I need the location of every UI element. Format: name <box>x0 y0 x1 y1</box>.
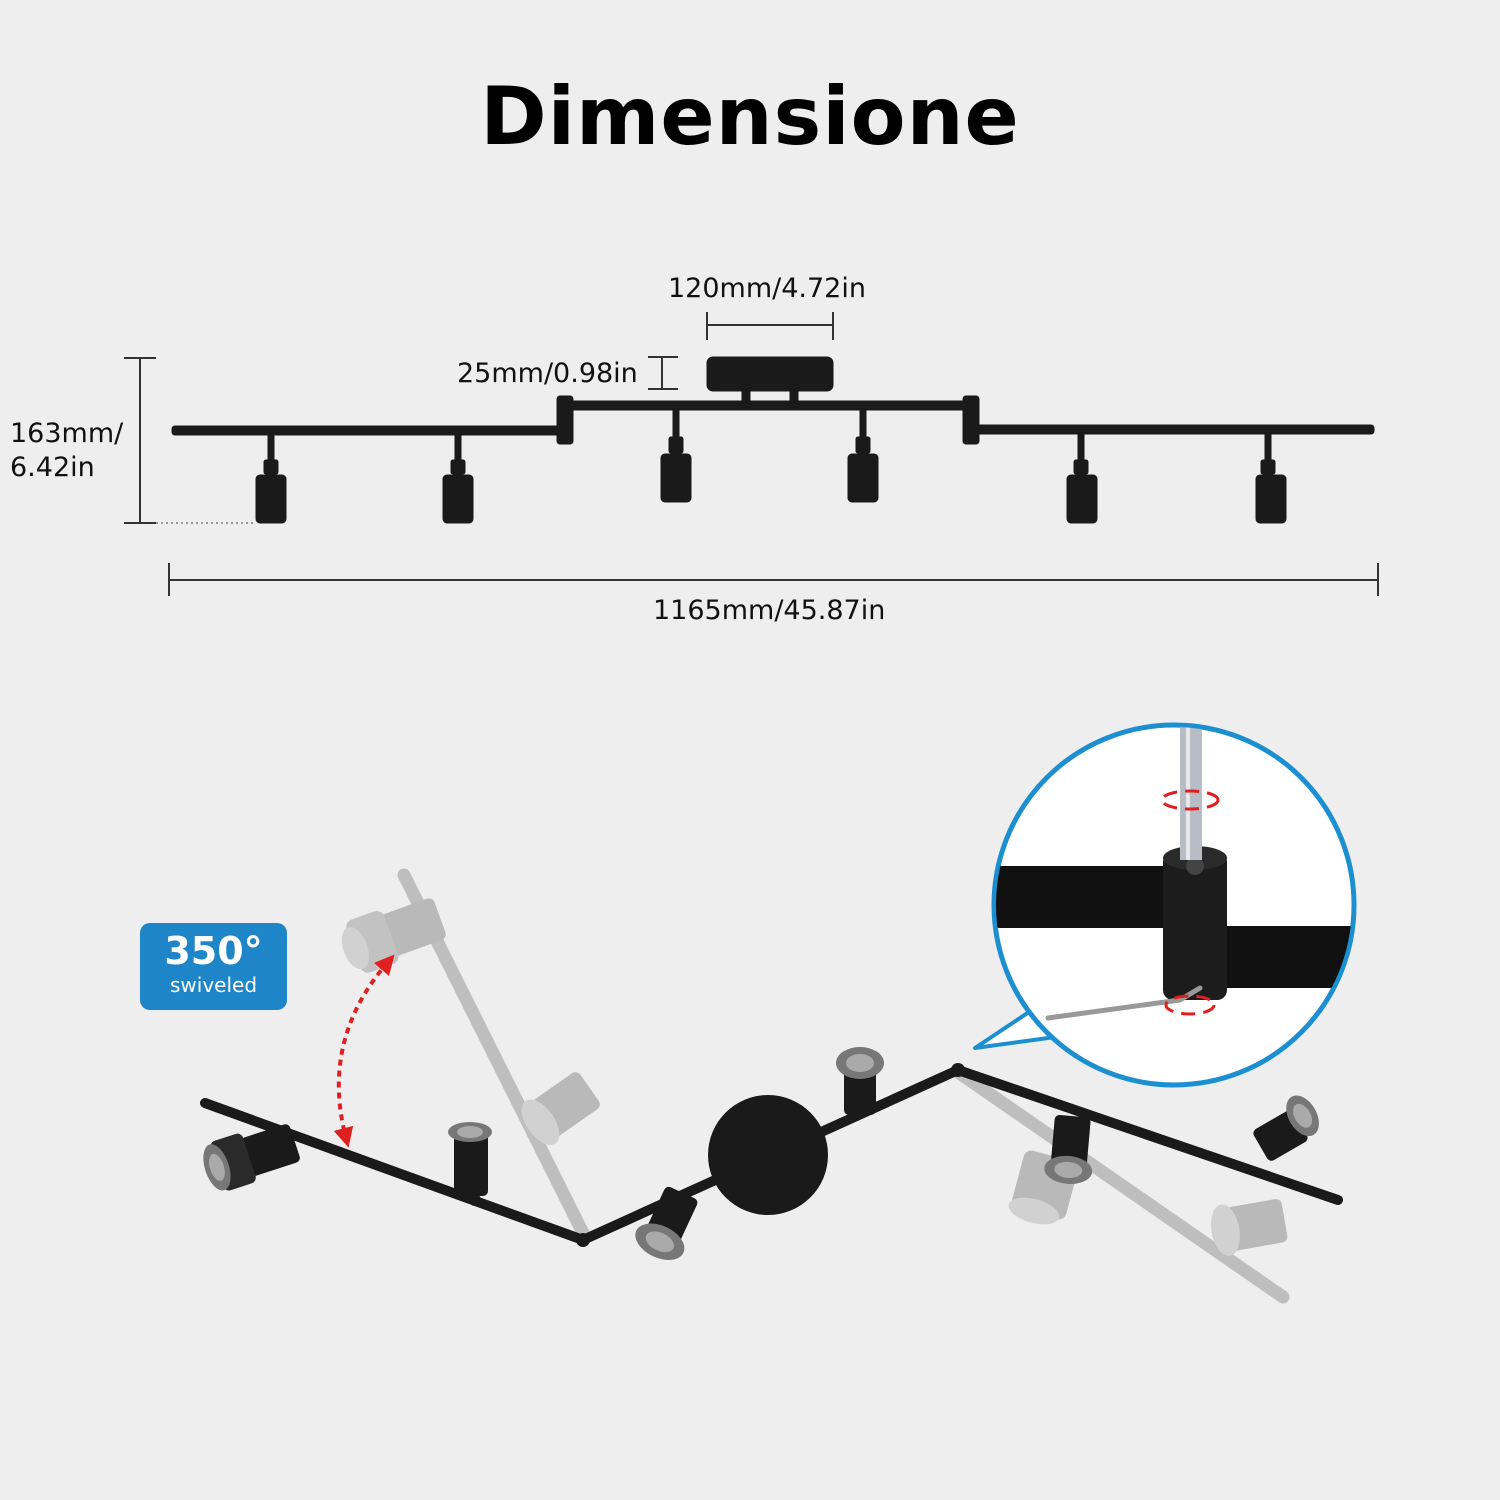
total-length-label: 1165mm/45.87in <box>653 595 886 626</box>
height-label-line2: 6.42in <box>10 452 95 483</box>
height-label-line1: 163mm/ <box>10 418 124 449</box>
page-title: Dimensione <box>480 70 1020 163</box>
dimension-lines <box>124 312 1379 596</box>
base-height-label: 25mm/0.98in <box>457 358 638 389</box>
allen-key-icon <box>1045 985 1203 1021</box>
rotate-arrow-icon <box>333 954 395 1148</box>
swivel-badge: 350° swiveled <box>140 923 287 1010</box>
swivel-value: 350° <box>164 929 263 973</box>
zoom-detail <box>973 722 1357 1088</box>
base-width-label: 120mm/4.72in <box>668 273 866 304</box>
fixture-front-view <box>171 356 1375 524</box>
swivel-label: swiveled <box>169 973 258 997</box>
screwdriver-icon <box>1180 727 1202 860</box>
fixture-zigzag <box>200 1047 1343 1260</box>
spotlight <box>203 1047 1319 1260</box>
